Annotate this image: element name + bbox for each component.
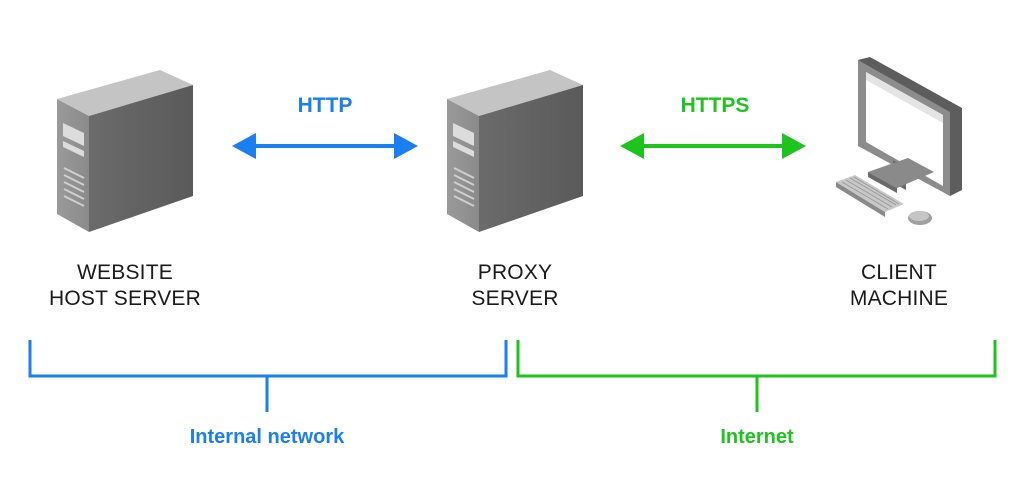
proxy-server-icon xyxy=(447,70,583,232)
http-arrow xyxy=(232,133,418,159)
desktop-computer-icon xyxy=(836,57,962,225)
website-server-icon xyxy=(57,70,193,232)
internal-network-bracket xyxy=(28,340,508,412)
website-host-server-label: WEBSITE HOST SERVER xyxy=(10,260,240,312)
website-host-label-line2: HOST SERVER xyxy=(49,287,201,310)
website-host-label-line1: WEBSITE xyxy=(77,261,173,284)
client-machine-label: CLIENT MACHINE xyxy=(784,260,1014,312)
https-label: HTTPS xyxy=(680,94,750,117)
proxy-label-line2: SERVER xyxy=(471,287,559,310)
internal-network-label: Internal network xyxy=(189,426,345,448)
client-label-line1: CLIENT xyxy=(861,261,937,284)
http-label: HTTP xyxy=(297,94,353,117)
client-label-line2: MACHINE xyxy=(849,287,949,310)
proxy-server-label: PROXY SERVER xyxy=(400,260,630,312)
internet-bracket xyxy=(516,340,997,412)
internet-label: Internet xyxy=(720,426,794,448)
https-arrow xyxy=(620,133,806,159)
proxy-label-line1: PROXY xyxy=(477,261,553,284)
